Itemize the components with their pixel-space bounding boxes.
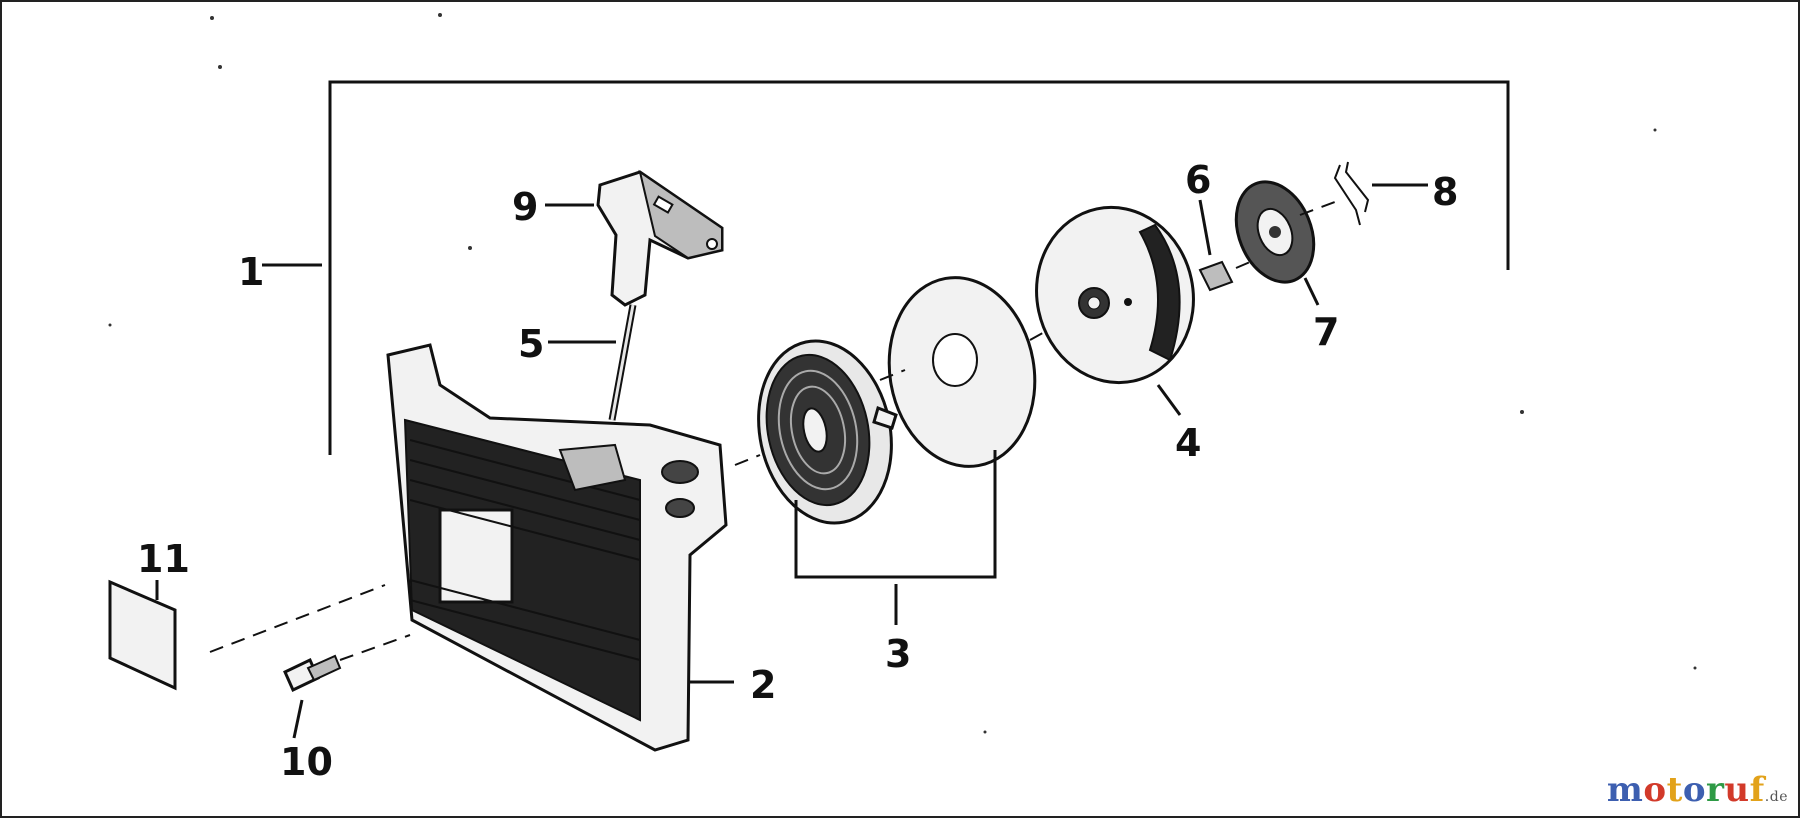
callout-9: 9 (512, 185, 538, 229)
callout-11: 11 (137, 537, 190, 581)
decal (108, 579, 177, 691)
axis-main-2 (879, 369, 906, 381)
watermark-suffix: .de (1764, 789, 1788, 805)
watermark-letter: m (1606, 770, 1644, 810)
callout-2: 2 (750, 663, 776, 707)
callout-10: 10 (280, 740, 333, 784)
watermark-letter: f (1749, 770, 1765, 810)
leader-6 (1198, 199, 1212, 256)
starter-housing (386, 343, 728, 752)
callout-5: 5 (518, 322, 544, 366)
screw (283, 654, 342, 693)
axis-main-4 (1235, 261, 1251, 269)
motoruf-watermark: motoruf.de (1607, 770, 1788, 810)
axis-screw (339, 634, 411, 661)
watermark-letter: t (1666, 770, 1683, 810)
retainer-plate (1234, 180, 1316, 284)
callout-1: 1 (238, 250, 264, 294)
retaining-clip (1333, 161, 1370, 226)
callout-7: 7 (1313, 310, 1339, 354)
watermark-letter: o (1682, 770, 1706, 810)
assembly-bracket (328, 80, 1510, 455)
leader-7 (1303, 277, 1320, 306)
bracket-3 (794, 450, 997, 579)
pawl (1198, 260, 1234, 292)
spring-cover (887, 276, 1037, 468)
callout-3: 3 (885, 632, 911, 676)
axis-main-3 (1029, 329, 1049, 341)
callout-8: 8 (1432, 170, 1458, 214)
leader-10 (292, 699, 304, 739)
watermark-letter: o (1643, 770, 1667, 810)
axis-main-1 (734, 454, 761, 466)
watermark-letter: r (1706, 770, 1725, 810)
rewind-spring (757, 339, 898, 525)
axis-decal (209, 584, 386, 653)
watermark-letter: u (1724, 770, 1750, 810)
axis-main-5 (1299, 199, 1341, 216)
callout-4: 4 (1175, 421, 1201, 465)
scan-specks (108, 13, 1697, 734)
callout-6: 6 (1185, 158, 1211, 202)
rope-pulley (1035, 205, 1195, 385)
starter-handle (596, 169, 724, 307)
leader-4 (1156, 384, 1182, 416)
watermark-logo-text: motoruf (1607, 770, 1765, 810)
starter-rope (608, 304, 637, 421)
